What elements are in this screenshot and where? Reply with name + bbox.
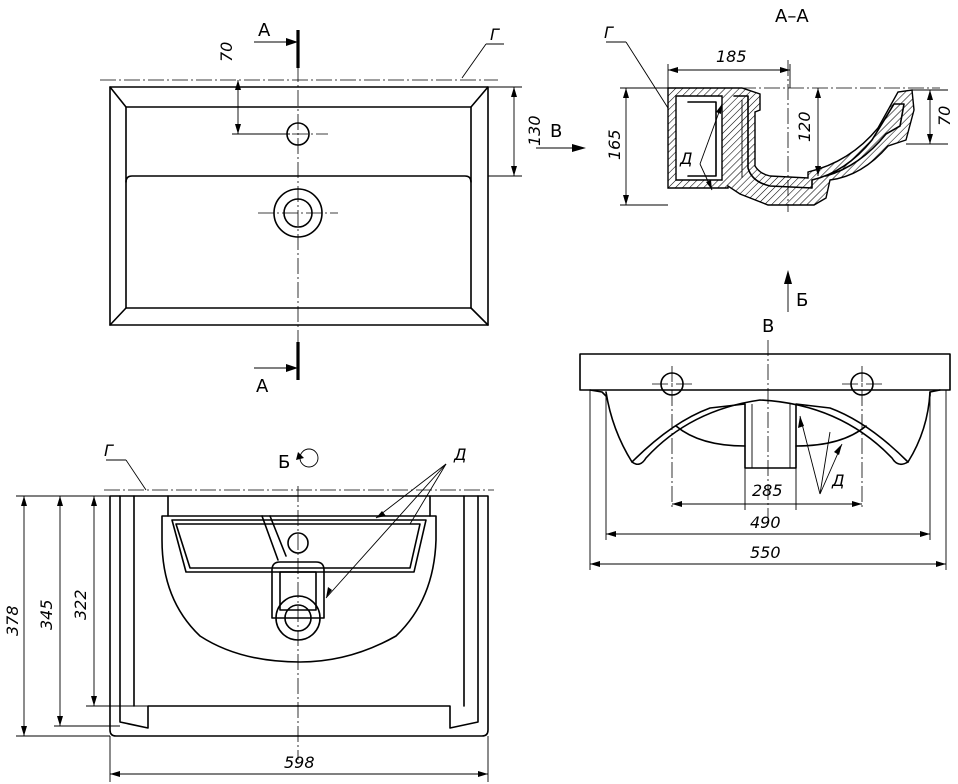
section-mark-a-bottom: А [256,376,269,397]
top-drain-inner [283,198,313,228]
top-outer-rim [109,86,489,326]
mark-g-top: Г [490,25,500,44]
dim-front-overall: 550 [750,543,781,562]
top-drain-outer [273,188,323,238]
front-view: В Б 285 490 [579,270,951,570]
dim-section-rim: 70 [935,106,954,126]
dim-section-bowl-depth: 120 [795,111,814,142]
dim-bottom-h1: 378 [3,605,22,636]
bottom-view: Б Г Д [3,441,494,782]
bottom-drain-neck [271,561,325,619]
dim-front-inner: 490 [750,513,781,532]
view-mark-v-front: В [762,316,774,337]
section-mark-a-top: А [258,20,271,41]
mark-g-section: Г [604,23,614,42]
view-mark-v-top: В [550,121,562,142]
dim-bottom-h3: 322 [71,589,90,620]
bottom-outer [109,495,489,737]
section-body [667,87,915,206]
top-view: А А 70 130 В Г [100,20,586,397]
dim-top-faucet-offset: 70 [217,42,236,62]
section-title: А–А [775,6,809,27]
dim-section-width: 185 [716,47,747,66]
view-mark-b-front: Б [796,290,808,311]
view-mark-b-bottom: Б [278,452,290,473]
dim-front-drain: 285 [752,481,783,500]
dim-top-depth: 130 [525,115,544,146]
mark-d-front: Д [831,471,845,490]
mark-d-section: Д [679,149,693,168]
dim-bottom-h2: 345 [37,599,56,630]
top-inner-rim [125,106,472,309]
front-bowl [605,391,931,469]
dim-bottom-width: 598 [284,753,315,772]
bottom-bowl [161,515,437,663]
mark-d-bottom: Д [453,445,467,464]
top-basin-edge [125,175,472,183]
mark-g-bottom: Г [104,441,114,460]
section-view: А–А 185 165 120 70 [604,6,954,212]
dim-section-height: 165 [605,129,624,160]
